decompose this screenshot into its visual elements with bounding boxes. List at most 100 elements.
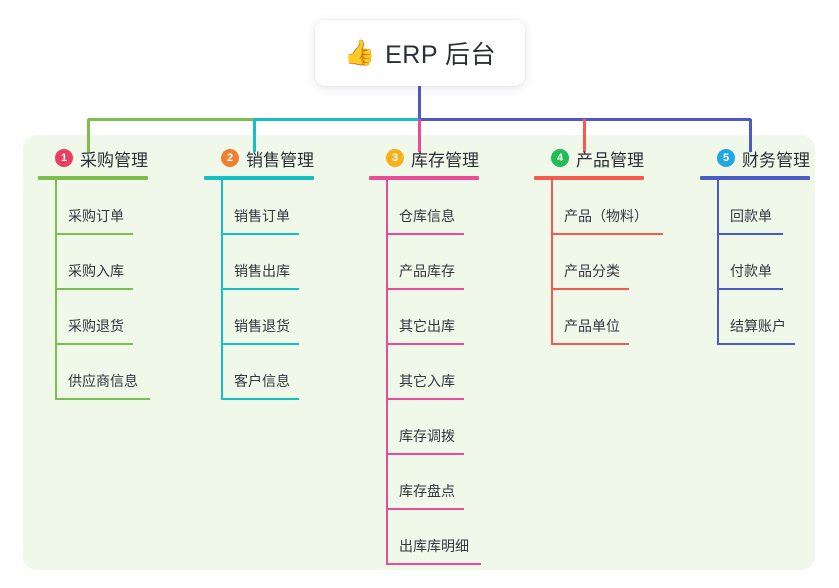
branch-item-underline [551, 288, 629, 290]
branch-item-label: 采购退货 [68, 318, 124, 334]
branch-item-label: 产品单位 [564, 318, 620, 334]
branch-number-badge: 1 [55, 149, 73, 167]
branch-column-2[interactable]: 2 销售管理 销售订单销售出库销售退货客户信息 [204, 145, 314, 400]
branch-item-underline [386, 563, 481, 565]
branch-column-5[interactable]: 5 财务管理 回款单付款单结算账户 [700, 145, 810, 345]
branch-item-label: 付款单 [730, 263, 772, 279]
branch-item-label: 库存盘点 [399, 483, 455, 499]
branch-items: 产品（物料） 产品分类产品单位 [534, 180, 663, 345]
branch-item-label: 仓库信息 [399, 208, 455, 224]
branch-item[interactable]: 出库库明细 [369, 510, 481, 565]
branch-item[interactable]: 供应商信息 [38, 345, 150, 400]
thumbs-up-icon: 👍 [343, 38, 376, 67]
branch-spine [717, 180, 719, 345]
branch-underline [700, 176, 810, 180]
branch-item[interactable]: 其它入库 [369, 345, 479, 400]
branch-title: 财务管理 [742, 150, 810, 170]
branch-item[interactable]: 销售退货 [204, 290, 314, 345]
branch-item[interactable]: 其它出库 [369, 290, 479, 345]
branch-item-underline [551, 233, 663, 235]
branch-item-label: 销售订单 [234, 208, 290, 224]
branch-item-label: 产品（物料） [564, 208, 648, 224]
branch-underline [369, 176, 479, 180]
branch-title: 库存管理 [411, 150, 479, 170]
branch-item[interactable]: 产品分类 [534, 235, 644, 290]
branch-item[interactable]: 回款单 [700, 180, 810, 235]
branch-title: 产品管理 [576, 150, 644, 170]
branch-spine [55, 180, 57, 400]
branch-items: 采购订单采购入库采购退货供应商信息 [38, 180, 150, 400]
branch-item-underline [55, 343, 133, 345]
branch-item[interactable]: 采购入库 [38, 235, 148, 290]
branch-item-label: 采购订单 [68, 208, 124, 224]
branch-item-label: 客户信息 [234, 373, 290, 389]
branch-number-badge: 5 [717, 149, 735, 167]
branch-header[interactable]: 3 库存管理 [369, 145, 479, 171]
branch-item[interactable]: 结算账户 [700, 290, 810, 345]
branch-item-underline [717, 343, 795, 345]
branch-item-underline [386, 343, 464, 345]
branch-items: 销售订单销售出库销售退货客户信息 [204, 180, 314, 400]
branch-underline [534, 176, 644, 180]
branch-title: 采购管理 [80, 150, 148, 170]
branch-item[interactable]: 销售出库 [204, 235, 314, 290]
branch-item-label: 销售出库 [234, 263, 290, 279]
branch-header[interactable]: 5 财务管理 [700, 145, 810, 171]
branch-item-label: 其它入库 [399, 373, 455, 389]
branch-underline [38, 176, 148, 180]
branch-item-label: 回款单 [730, 208, 772, 224]
branches-panel [23, 135, 815, 570]
branch-item-label: 其它出库 [399, 318, 455, 334]
branch-item-underline [717, 288, 783, 290]
branch-item-underline [386, 453, 464, 455]
branch-item-label: 销售退货 [234, 318, 290, 334]
branch-item-underline [386, 233, 464, 235]
branch-item-underline [717, 233, 783, 235]
branch-item-underline [55, 398, 150, 400]
branch-items: 仓库信息产品库存其它出库其它入库库存调拨库存盘点出库库明细 [369, 180, 481, 565]
branch-item[interactable]: 产品库存 [369, 235, 479, 290]
branch-item-underline [221, 398, 299, 400]
branch-item-label: 产品库存 [399, 263, 455, 279]
branch-item-underline [221, 233, 299, 235]
branch-item-underline [386, 398, 464, 400]
branch-title: 销售管理 [246, 150, 314, 170]
branch-item-underline [221, 288, 299, 290]
branch-item[interactable]: 采购订单 [38, 180, 148, 235]
branch-number-badge: 4 [551, 149, 569, 167]
branch-item[interactable]: 销售订单 [204, 180, 314, 235]
branch-header[interactable]: 2 销售管理 [204, 145, 314, 171]
branch-item-label: 产品分类 [564, 263, 620, 279]
branch-item[interactable]: 付款单 [700, 235, 810, 290]
branch-number-badge: 3 [386, 149, 404, 167]
branch-item-label: 供应商信息 [68, 373, 138, 389]
branch-item-label: 库存调拨 [399, 428, 455, 444]
branch-item[interactable]: 产品（物料） [534, 180, 663, 235]
branch-item-label: 结算账户 [730, 318, 786, 334]
root-title: ERP 后台 [385, 41, 497, 69]
branch-spine [386, 180, 388, 565]
branch-header[interactable]: 1 采购管理 [38, 145, 148, 171]
branch-column-3[interactable]: 3 库存管理 仓库信息产品库存其它出库其它入库库存调拨库存盘点出库库明细 [369, 145, 481, 565]
branch-item-underline [551, 343, 629, 345]
branch-item[interactable]: 客户信息 [204, 345, 314, 400]
branch-spine [221, 180, 223, 400]
branch-item-underline [55, 233, 133, 235]
branch-items: 回款单付款单结算账户 [700, 180, 810, 345]
branch-item[interactable]: 库存调拨 [369, 400, 479, 455]
branch-header[interactable]: 4 产品管理 [534, 145, 644, 171]
branch-underline [204, 176, 314, 180]
branch-item[interactable]: 仓库信息 [369, 180, 479, 235]
branch-item-underline [221, 343, 299, 345]
branch-item-underline [386, 508, 464, 510]
branch-column-4[interactable]: 4 产品管理 产品（物料） 产品分类产品单位 [534, 145, 663, 345]
branch-column-1[interactable]: 1 采购管理 采购订单采购入库采购退货供应商信息 [38, 145, 150, 400]
root-node[interactable]: 👍 ERP 后台 [315, 20, 525, 86]
branch-item[interactable]: 采购退货 [38, 290, 148, 345]
branch-item[interactable]: 库存盘点 [369, 455, 479, 510]
branch-spine [551, 180, 553, 345]
branch-number-badge: 2 [221, 149, 239, 167]
branch-item[interactable]: 产品单位 [534, 290, 644, 345]
branch-item-underline [386, 288, 464, 290]
